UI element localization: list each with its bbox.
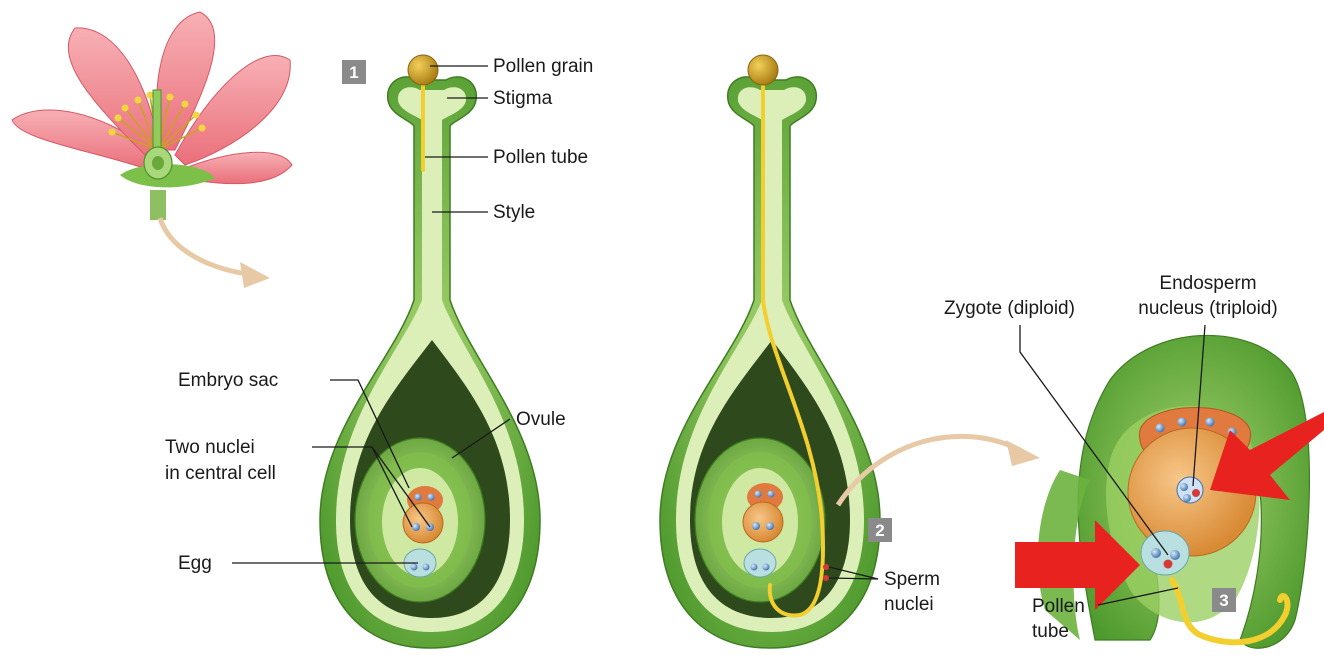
label-ovule: Ovule [516, 409, 566, 430]
pistil-stage-2 [660, 55, 880, 648]
label-zygote: Zygote (diploid) [944, 298, 1075, 319]
label-pollen-tube-2-line2: tube [1032, 621, 1069, 642]
step-2-label: 2 [875, 521, 884, 540]
pollen-grain-2 [748, 55, 778, 85]
label-pollen-tube-2-line1: Pollen [1032, 596, 1085, 617]
pollen-grain-1 [408, 55, 438, 85]
label-two-nuclei-2: in central cell [165, 463, 276, 484]
label-pollen-grain: Pollen grain [493, 56, 593, 77]
flower-illustration [12, 12, 292, 220]
central-cell-1 [403, 503, 443, 543]
step-1-label: 1 [349, 63, 358, 82]
label-style: Style [493, 202, 535, 223]
label-pollen-tube: Pollen tube [493, 147, 588, 168]
sperm-nucleus-a [823, 564, 829, 570]
label-two-nuclei-1: Two nuclei [165, 437, 255, 458]
label-sperm-1: Sperm [884, 569, 940, 590]
label-egg: Egg [178, 553, 212, 574]
label-sperm-2: nuclei [884, 594, 934, 615]
label-endosperm-1: Endosperm [1159, 273, 1256, 294]
zygote-nucleus [1164, 560, 1173, 569]
central-cell-2 [743, 502, 783, 542]
zoom-arrow-2-head [1006, 440, 1040, 466]
sperm-nucleus-b [823, 575, 829, 581]
label-endosperm-2: nucleus (triploid) [1138, 298, 1277, 319]
egg-cell-3 [1141, 531, 1189, 575]
label-stigma: Stigma [493, 88, 553, 109]
pistil-stage-1 [320, 55, 540, 648]
step-3-label: 3 [1219, 591, 1228, 610]
polar-nucleus-1a [412, 523, 420, 531]
label-embryo-sac: Embryo sac [178, 370, 278, 391]
zoom-arrow-1-head [240, 262, 270, 288]
egg-cell-2 [744, 549, 776, 577]
